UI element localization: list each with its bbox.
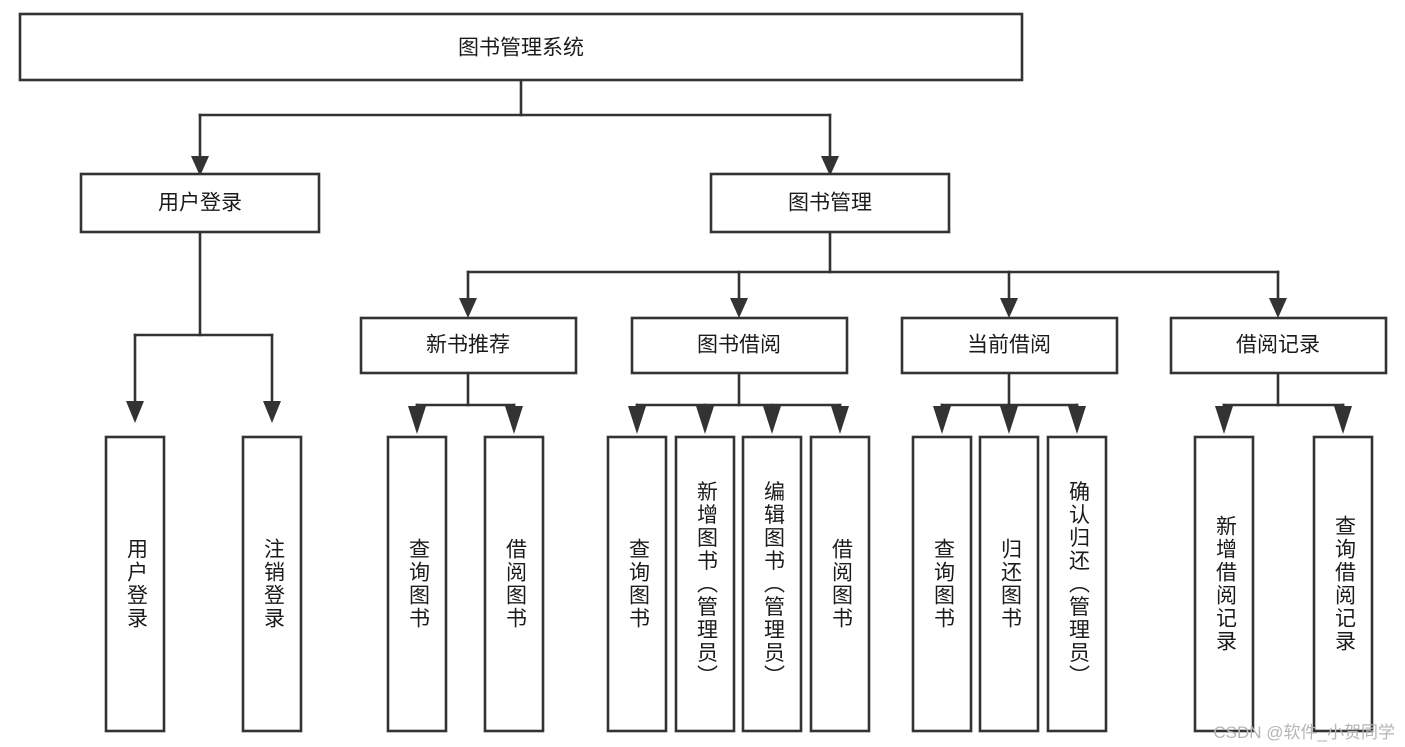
leaf-box-user-login-logout[interactable] — [241, 435, 303, 733]
leaf-label-bookborrow-borrow: 借阅图书 — [829, 538, 853, 630]
node-user-login-label: 用户登录 — [158, 192, 242, 215]
node-book-management[interactable]: 图书管理 — [709, 172, 951, 234]
arrowhead-borrow-record — [1269, 298, 1287, 318]
node-root-label: 图书管理系统 — [458, 37, 584, 60]
leaf-label-borrowrecord-add: 新增借阅记录 — [1213, 515, 1237, 653]
node-current-borrow-label: 当前借阅 — [967, 334, 1051, 357]
node-borrow-record[interactable]: 借阅记录 — [1169, 316, 1388, 375]
leaf-node-bookborrow-edit[interactable]: 编辑图书（管理员） — [741, 435, 803, 733]
arrowhead-br-leaf2 — [1334, 406, 1352, 434]
node-new-book-recommend-box[interactable] — [359, 316, 578, 375]
arrowhead-cb-leaf3 — [1068, 406, 1086, 434]
leaf-label-bookborrow-edit: 编辑图书（管理员） — [761, 481, 785, 688]
leaf-node-currentborrow-return[interactable]: 归还图书 — [978, 435, 1040, 733]
leaf-node-currentborrow-confirm[interactable]: 确认归还（管理员） — [1046, 435, 1108, 733]
leaf-node-bookborrow-add[interactable]: 新增图书（管理员） — [674, 435, 736, 733]
node-root-box[interactable] — [18, 12, 1024, 82]
arrowhead-user-login — [191, 156, 209, 176]
leaf-label-currentborrow-confirm: 确认归还（管理员） — [1066, 481, 1090, 688]
arrowhead-book-borrow — [730, 298, 748, 318]
node-new-book-recommend[interactable]: 新书推荐 — [359, 316, 578, 375]
leaf-label-bookborrow-add: 新增图书（管理员） — [694, 481, 718, 688]
node-book-management-box[interactable] — [709, 172, 951, 234]
arrowhead-nb-leaf1 — [408, 406, 426, 434]
edges-layer — [126, 78, 1352, 434]
leaf-node-currentborrow-query[interactable]: 查询图书 — [911, 435, 973, 733]
leaf-label-borrowrecord-query: 查询借阅记录 — [1332, 515, 1356, 653]
leaf-node-bookborrow-borrow[interactable]: 借阅图书 — [809, 435, 871, 733]
arrowhead-bb-leaf3 — [763, 406, 781, 434]
leaf-box-bookborrow-borrow[interactable] — [809, 435, 871, 733]
leaf-label-currentborrow-return: 归还图书 — [998, 538, 1022, 630]
leaf-node-bookborrow-query[interactable]: 查询图书 — [606, 435, 668, 733]
leaf-box-bookborrow-edit[interactable] — [741, 435, 803, 733]
leaf-label-currentborrow-query: 查询图书 — [931, 538, 955, 630]
node-book-borrow-label: 图书借阅 — [697, 334, 781, 357]
leaf-node-user-login-login[interactable]: 用户登录 — [104, 435, 166, 733]
leaf-box-newbook-query[interactable] — [386, 435, 448, 733]
node-book-borrow[interactable]: 图书借阅 — [630, 316, 849, 375]
node-borrow-record-box[interactable] — [1169, 316, 1388, 375]
arrowhead-bb-leaf4 — [831, 406, 849, 434]
arrowhead-book-mgmt — [821, 156, 839, 176]
node-book-management-label: 图书管理 — [788, 192, 872, 215]
leaf-box-currentborrow-query[interactable] — [911, 435, 973, 733]
leaf-label-newbook-query: 查询图书 — [406, 538, 430, 630]
node-book-borrow-box[interactable] — [630, 316, 849, 375]
leaf-box-currentborrow-confirm[interactable] — [1046, 435, 1108, 733]
csdn-watermark: CSDN @软件_小贺同学 — [1213, 723, 1395, 742]
leaf-node-user-login-logout[interactable]: 注销登录 — [241, 435, 303, 733]
leaf-label-user-login-login: 用户登录 — [124, 538, 148, 630]
leaf-box-bookborrow-add[interactable] — [674, 435, 736, 733]
node-new-book-recommend-label: 新书推荐 — [426, 334, 510, 357]
leaf-box-user-login-login[interactable] — [104, 435, 166, 733]
arrowhead-new-book — [459, 298, 477, 318]
arrowhead-cb-leaf1 — [933, 406, 951, 434]
node-user-login-box[interactable] — [79, 172, 321, 234]
arrowhead-br-leaf1 — [1215, 406, 1233, 434]
arrowhead-current-borrow — [1000, 298, 1018, 318]
leaf-node-newbook-query[interactable]: 查询图书 — [386, 435, 448, 733]
arrowhead-nb-leaf2 — [505, 406, 523, 434]
leaf-node-borrowrecord-add[interactable]: 新增借阅记录 — [1193, 435, 1255, 733]
leaf-box-bookborrow-query[interactable] — [606, 435, 668, 733]
node-user-login[interactable]: 用户登录 — [79, 172, 321, 234]
leaf-label-bookborrow-query: 查询图书 — [626, 538, 650, 630]
arrowhead-bb-leaf1 — [628, 406, 646, 434]
leaf-label-newbook-borrow: 借阅图书 — [503, 538, 527, 630]
arrowhead-leaf-logout — [263, 401, 281, 423]
leaf-box-borrowrecord-add[interactable] — [1193, 435, 1255, 733]
leaf-label-user-login-logout: 注销登录 — [261, 538, 285, 630]
arrowhead-leaf-user-login — [126, 401, 144, 423]
leaf-box-currentborrow-return[interactable] — [978, 435, 1040, 733]
node-borrow-record-label: 借阅记录 — [1236, 334, 1320, 357]
leaf-box-borrowrecord-query[interactable] — [1312, 435, 1374, 733]
node-root[interactable]: 图书管理系统 — [18, 12, 1024, 82]
node-current-borrow[interactable]: 当前借阅 — [900, 316, 1119, 375]
arrowhead-bb-leaf2 — [696, 406, 714, 434]
leaf-node-newbook-borrow[interactable]: 借阅图书 — [483, 435, 545, 733]
arrowhead-cb-leaf2 — [1000, 406, 1018, 434]
node-current-borrow-box[interactable] — [900, 316, 1119, 375]
leaf-box-newbook-borrow[interactable] — [483, 435, 545, 733]
leaf-node-borrowrecord-query[interactable]: 查询借阅记录 — [1312, 435, 1374, 733]
